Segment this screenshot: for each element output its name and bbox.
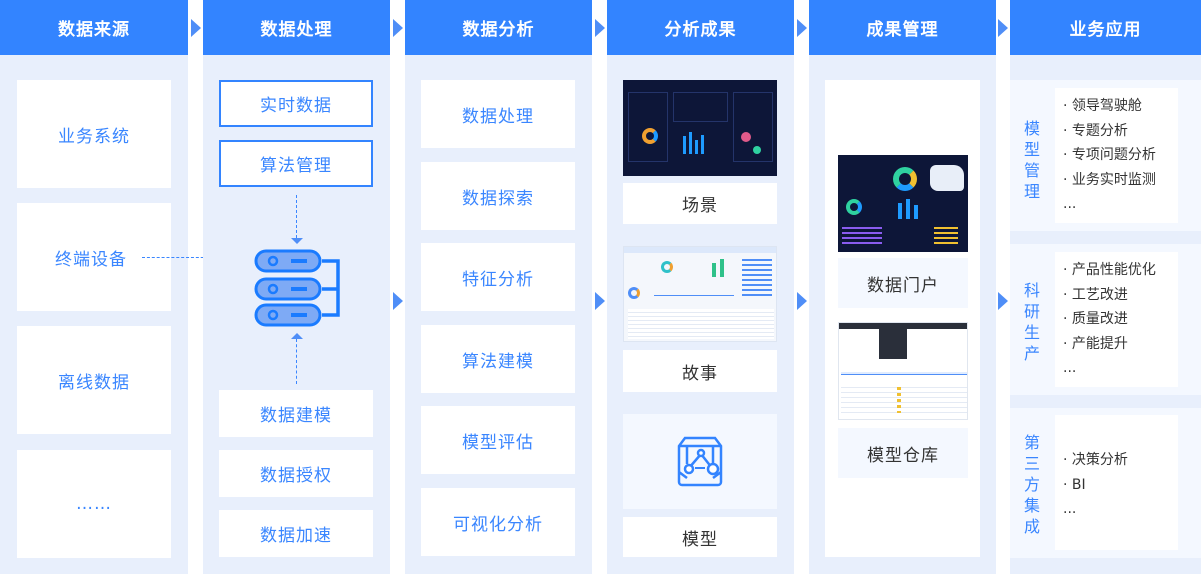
realtime-data-box: 实时数据 [219, 80, 373, 127]
result-data-portal: 数据门户 [838, 258, 968, 308]
list-more: ... [1063, 501, 1077, 517]
analysis-item: 特征分析 [421, 243, 575, 311]
connector-line [296, 195, 297, 238]
list-item: · 专项问题分析 [1063, 147, 1156, 163]
analysis-item: 可视化分析 [421, 488, 575, 556]
result-model: 模型 [623, 517, 777, 557]
column-data-processing: 数据处理 实时数据 算法管理 数据建模 数据授权 数据加速 [203, 0, 390, 574]
flow-arrow-icon [595, 292, 605, 310]
column-data-source: 数据来源 业务系统 终端设备 离线数据 …… [0, 0, 188, 574]
group-list: · 领导驾驶舱 · 专题分析 · 专项问题分析 · 业务实时监测 ... [1055, 88, 1178, 223]
source-more: …… [17, 450, 171, 558]
column-business-applications: 业务应用 模型管理 · 领导驾驶舱 · 专题分析 · 专项问题分析 · 业务实时… [1010, 0, 1201, 574]
flow-arrow-icon [998, 19, 1008, 37]
database-server-icon [254, 249, 340, 327]
column-header: 数据分析 [405, 0, 592, 55]
app-group-third-party: 第三方集成 · 决策分析 · BI ... [1010, 408, 1201, 558]
model-box-icon [677, 436, 723, 487]
model-warehouse-thumbnail [838, 322, 968, 420]
flow-arrow-icon [393, 292, 403, 310]
connector-line [142, 257, 238, 258]
data-portal-thumbnail [838, 155, 968, 252]
list-item: · 决策分析 [1063, 452, 1128, 468]
column-header: 成果管理 [809, 0, 996, 55]
result-scene: 场景 [623, 183, 777, 224]
list-item: · 专题分析 [1063, 122, 1128, 139]
flow-arrow-icon [797, 19, 807, 37]
story-report-thumbnail [623, 246, 777, 342]
scene-dashboard-thumbnail [623, 80, 777, 176]
flow-arrow-icon [393, 19, 403, 37]
list-item: · 业务实时监测 [1063, 171, 1156, 188]
flow-arrow-icon [797, 292, 807, 310]
connector-line [296, 339, 297, 384]
column-header: 业务应用 [1010, 0, 1201, 55]
source-offline-data: 离线数据 [17, 326, 171, 434]
list-item: · 领导驾驶舱 [1063, 98, 1142, 114]
analysis-item: 数据探索 [421, 162, 575, 230]
data-modeling-box: 数据建模 [219, 390, 373, 437]
list-more: ... [1063, 196, 1077, 212]
model-icon-box [623, 414, 777, 509]
list-item: · 工艺改进 [1063, 286, 1128, 303]
analysis-item: 数据处理 [421, 80, 575, 148]
list-item: · 质量改进 [1063, 311, 1128, 327]
column-analysis-results: 分析成果 场景 故事 模型 [607, 0, 794, 574]
connector-arrowhead [291, 333, 303, 339]
app-group-rd-production: 科研生产 · 产品性能优化 · 工艺改进 · 质量改进 · 产能提升 ... [1010, 244, 1201, 395]
data-acceleration-box: 数据加速 [219, 510, 373, 557]
algorithm-management-box: 算法管理 [219, 140, 373, 187]
flow-arrow-icon [191, 19, 201, 37]
group-label: 第三方集成 [1023, 433, 1040, 536]
list-item: · 产品性能优化 [1063, 262, 1156, 278]
analysis-item: 模型评估 [421, 406, 575, 474]
group-label: 科研生产 [1023, 281, 1040, 363]
group-list: · 产品性能优化 · 工艺改进 · 质量改进 · 产能提升 ... [1055, 252, 1178, 387]
column-result-management: 成果管理 数据门户 模型仓库 [809, 0, 996, 574]
list-item: · BI [1063, 476, 1086, 493]
list-more: ... [1063, 360, 1077, 376]
column-header: 数据来源 [0, 0, 188, 55]
list-item: · 产能提升 [1063, 335, 1128, 352]
column-header: 数据处理 [203, 0, 390, 55]
column-data-analysis: 数据分析 数据处理 数据探索 特征分析 算法建模 模型评估 可视化分析 [405, 0, 592, 574]
flow-arrow-icon [595, 19, 605, 37]
result-model-warehouse: 模型仓库 [838, 428, 968, 478]
app-group-model-management: 模型管理 · 领导驾驶舱 · 专题分析 · 专项问题分析 · 业务实时监测 ..… [1010, 80, 1201, 231]
group-label: 模型管理 [1023, 119, 1040, 201]
result-story: 故事 [623, 350, 777, 392]
group-list: · 决策分析 · BI ... [1055, 415, 1178, 550]
flow-arrow-icon [998, 292, 1008, 310]
analysis-item: 算法建模 [421, 325, 575, 393]
data-authorization-box: 数据授权 [219, 450, 373, 497]
column-header: 分析成果 [607, 0, 794, 55]
connector-arrowhead [291, 238, 303, 244]
result-management-panel: 数据门户 模型仓库 [825, 80, 980, 557]
source-business-system: 业务系统 [17, 80, 171, 188]
